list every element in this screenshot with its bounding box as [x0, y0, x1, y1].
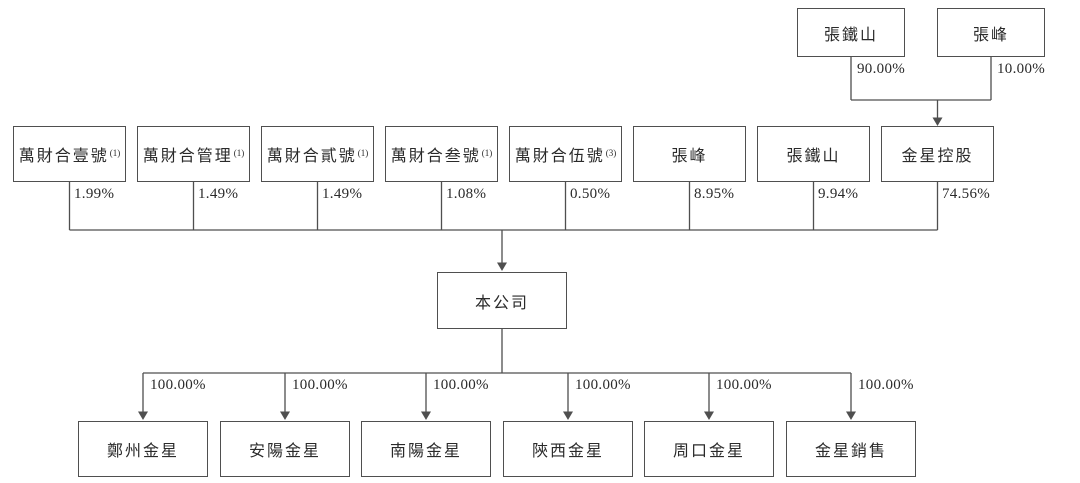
- pct-nanyang-jinxing: 100.00%: [433, 377, 489, 393]
- arrowhead-into-shaanxi: [563, 411, 573, 420]
- node-label: 張鐵山: [823, 26, 878, 44]
- node-label: 萬財合叁號: [390, 148, 481, 165]
- node-label: 安陽金星: [248, 443, 321, 460]
- footnote-marker: (1): [357, 147, 369, 158]
- footnote-marker: (1): [481, 147, 493, 158]
- pct-zhoukou-jinxing: 100.00%: [716, 377, 772, 393]
- pct-zhang-tieshan: 9.94%: [818, 186, 859, 202]
- node-shaanxi-jinxing: 陝西金星: [503, 421, 633, 477]
- footnote-marker: (1): [233, 147, 245, 158]
- pct-wancaihe-no5: 0.50%: [570, 186, 611, 202]
- node-jinxing-sales: 金星銷售: [786, 421, 916, 477]
- node-label: 萬財合貳號: [266, 148, 357, 165]
- arrowhead-into-zhoukou: [704, 411, 714, 420]
- node-zhengzhou-jinxing: 鄭州金星: [78, 421, 208, 477]
- node-label: 萬財合伍號: [514, 148, 605, 165]
- node-wancaihe-no2: 萬財合貳號(1): [261, 126, 374, 182]
- node-company: 本公司: [437, 272, 567, 329]
- node-wancaihe-no3: 萬財合叁號(1): [385, 126, 498, 182]
- footnote-marker: (3): [605, 147, 617, 158]
- node-zhang-feng: 張峰: [633, 126, 746, 182]
- arrowhead-into-holdings: [932, 117, 943, 126]
- node-label: 張峰: [671, 148, 708, 165]
- node-zhoukou-jinxing: 周口金星: [644, 421, 774, 477]
- pct-anyang-jinxing: 100.00%: [292, 377, 348, 393]
- node-label: 張峰: [972, 26, 1009, 44]
- node-zhang-feng-top: 張峰: [937, 8, 1045, 57]
- footnote-marker: (1): [109, 147, 121, 158]
- node-label: 鄭州金星: [106, 443, 179, 460]
- arrowhead-into-anyang: [280, 411, 290, 420]
- pct-wancaihe-no3: 1.08%: [446, 186, 487, 202]
- node-label: 萬財合管理: [142, 148, 233, 165]
- node-wancaihe-management: 萬財合管理(1): [137, 126, 250, 182]
- arrowhead-into-company: [497, 262, 507, 271]
- arrowhead-into-zhengzhou: [138, 411, 148, 420]
- node-zhang-tieshan: 張鐵山: [757, 126, 870, 182]
- pct-shaanxi-jinxing: 100.00%: [575, 377, 631, 393]
- node-label: 本公司: [474, 294, 529, 312]
- pct-wancaihe-management: 1.49%: [198, 186, 239, 202]
- node-label: 周口金星: [672, 443, 745, 460]
- node-label: 金星控股: [901, 148, 974, 165]
- node-anyang-jinxing: 安陽金星: [220, 421, 350, 477]
- pct-jinxing-sales: 100.00%: [858, 377, 914, 393]
- pct-jinxing-holdings: 74.56%: [942, 186, 991, 202]
- node-zhang-tieshan-top: 張鐵山: [797, 8, 905, 57]
- node-jinxing-holdings: 金星控股: [881, 126, 994, 182]
- pct-zhengzhou-jinxing: 100.00%: [150, 377, 206, 393]
- node-label: 陝西金星: [531, 443, 604, 460]
- node-wancaihe-no5: 萬財合伍號(3): [509, 126, 622, 182]
- arrowhead-into-sales: [846, 411, 856, 420]
- node-nanyang-jinxing: 南陽金星: [361, 421, 491, 477]
- node-label: 金星銷售: [814, 443, 887, 460]
- node-label: 萬財合壹號: [18, 148, 109, 165]
- pct-zhang-feng-top: 10.00%: [997, 61, 1046, 77]
- pct-wancaihe-no2: 1.49%: [322, 186, 363, 202]
- node-label: 張鐵山: [786, 148, 841, 165]
- pct-wancaihe-no1: 1.99%: [74, 186, 115, 202]
- pct-zhang-tieshan-top: 90.00%: [857, 61, 906, 77]
- arrowhead-into-nanyang: [421, 411, 431, 420]
- node-wancaihe-no1: 萬財合壹號(1): [13, 126, 126, 182]
- node-label: 南陽金星: [389, 443, 462, 460]
- pct-zhang-feng: 8.95%: [694, 186, 735, 202]
